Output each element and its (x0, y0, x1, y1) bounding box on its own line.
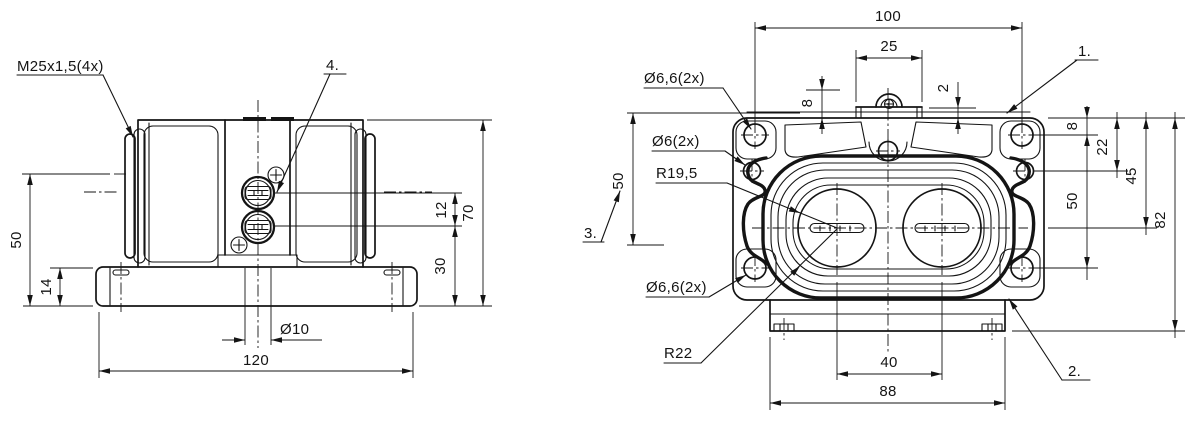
callout-r19-5: R19,5 (656, 165, 698, 182)
dim-width-100: 100 (875, 8, 901, 25)
dim-flange-14: 14 (38, 278, 55, 295)
mounting-plate-outline (732, 117, 1045, 301)
dim-width-120: 120 (243, 352, 269, 369)
callout-item1: 1. (1078, 43, 1091, 60)
dim-height-50: 50 (8, 231, 25, 248)
dim-center-45: 45 (1123, 167, 1140, 184)
base-flange-outline (95, 266, 418, 307)
callout-dia66-bottom: Ø6,6(2x) (646, 279, 707, 296)
callout-dia66-top: Ø6,6(2x) (644, 70, 705, 87)
front-view-dimensions: 50 14 12 30 70 Ø10 120 M25x1,5(4 (8, 57, 492, 378)
callout-item3: 3. (584, 225, 597, 242)
callout-item4: 4. (326, 57, 339, 74)
dim-total-82: 82 (1152, 211, 1169, 228)
cable-gland-left (124, 122, 150, 266)
top-view-dimensions: 100 25 8 2 8 50 (582, 8, 1185, 410)
callout-dia6: Ø6(2x) (652, 133, 700, 150)
dim-total-70: 70 (460, 204, 477, 221)
dim-left-50: 50 (610, 172, 627, 189)
callout-thread-m25: M25x1,5(4x) (17, 58, 104, 75)
dim-side-22: 22 (1094, 138, 1111, 155)
dim-plate-2: 2 (935, 84, 952, 93)
dim-base-88: 88 (879, 383, 896, 400)
dim-lug-height-8: 8 (799, 99, 816, 108)
top-view-geometry (732, 88, 1045, 352)
dim-bottom-30: 30 (432, 257, 449, 274)
body-outline (137, 119, 364, 268)
dim-centers-40: 40 (880, 354, 897, 371)
cable-gland-right (350, 122, 376, 266)
ground-lug (855, 93, 923, 119)
callout-r22: R22 (664, 345, 692, 362)
callout-item2: 2. (1068, 363, 1081, 380)
dim-lug-25: 25 (880, 38, 897, 55)
cross-screw-upper (267, 166, 285, 184)
dim-holes-50: 50 (1064, 192, 1081, 209)
front-view-geometry (84, 100, 432, 348)
dim-hole-dia10: Ø10 (280, 321, 309, 338)
dim-spacing-12: 12 (433, 201, 450, 218)
cross-screw-lower (230, 236, 248, 254)
dim-edge-8: 8 (1064, 122, 1081, 131)
